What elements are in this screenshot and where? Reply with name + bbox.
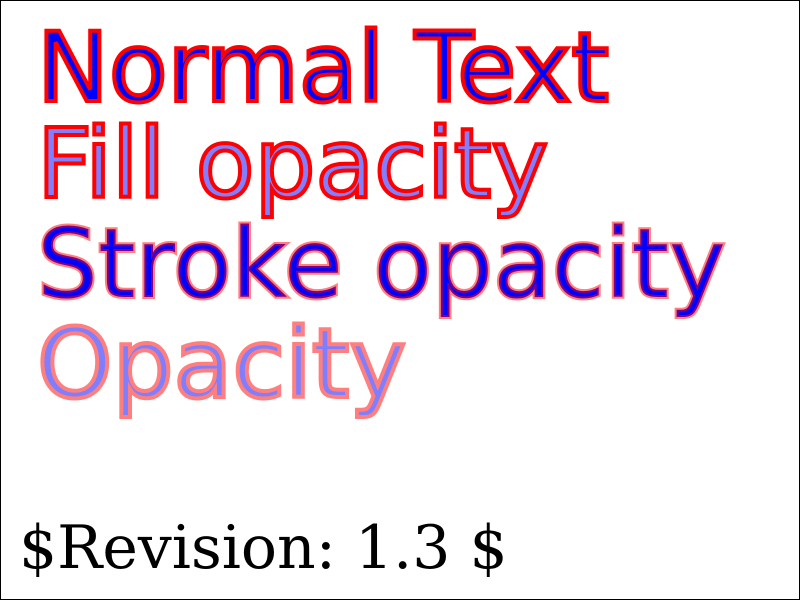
- fill-opacity-sample: Fill opacity: [37, 108, 548, 220]
- opacity-sample: Opacity: [37, 308, 406, 420]
- stroke-opacity-sample: Stroke opacity: [37, 208, 726, 320]
- normal-text-sample: Normal Text: [37, 12, 609, 124]
- revision-label: $Revision: 1.3 $: [19, 513, 508, 583]
